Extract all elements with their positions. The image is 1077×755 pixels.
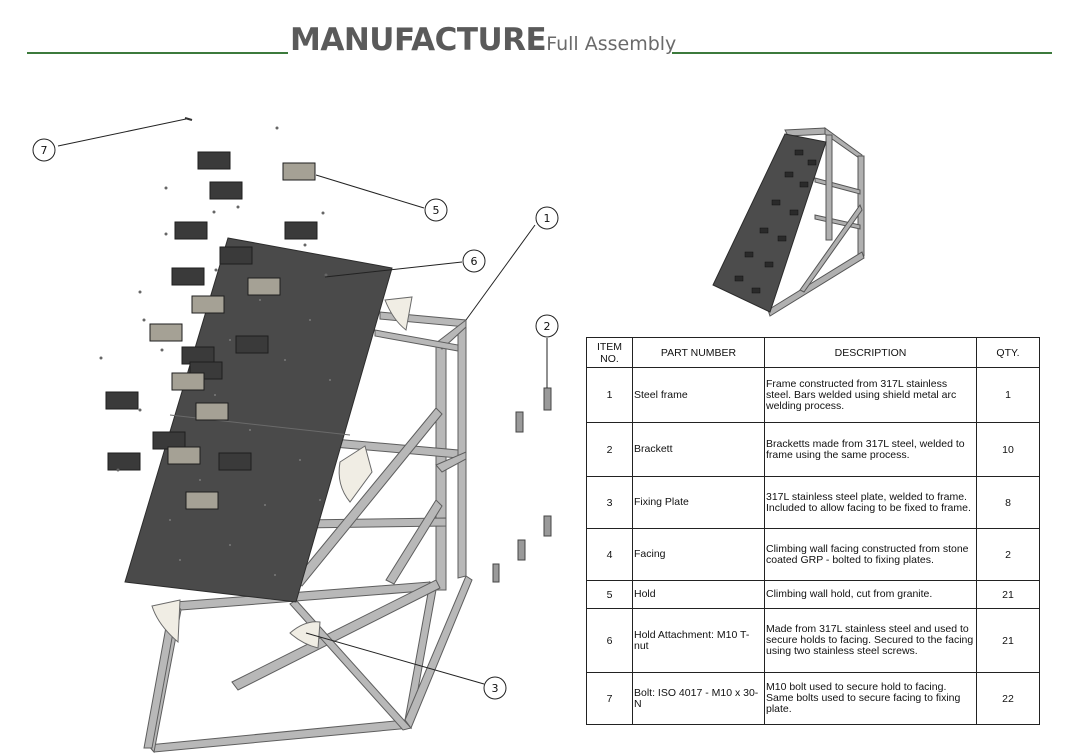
svg-text:1: 1 [544,212,551,225]
balloon-2: 2 [535,314,559,338]
balloon-6: 6 [462,249,486,273]
part-number: Brackett [632,422,765,477]
item-number: 5 [586,580,633,609]
quantity: 2 [976,528,1040,581]
table-header-row: ITEM NO. PART NUMBER DESCRIPTION QTY. [586,337,1040,368]
part-number: Steel frame [632,367,765,423]
holds [105,151,318,510]
description: M10 bolt used to secure hold to facing. … [764,672,977,725]
part-number: Bolt: ISO 4017 - M10 x 30-N [632,672,765,725]
table-row: 4 Facing Climbing wall facing constructe… [586,528,1040,581]
preview-facing [712,133,827,313]
description: Frame constructed from 317L stainless st… [764,367,977,423]
description: Bracketts made from 317L steel, welded t… [764,422,977,477]
table-row: 1 Steel frame Frame constructed from 317… [586,367,1040,423]
item-number: 2 [586,422,633,477]
bolts-and-tnuts [99,126,328,472]
item-number: 3 [586,476,633,529]
facing-speckle [169,299,331,576]
table-row: 2 Brackett Bracketts made from 317L stee… [586,422,1040,477]
quantity: 21 [976,608,1040,673]
quantity: 21 [976,580,1040,609]
item-number: 6 [586,608,633,673]
svg-text:5: 5 [433,204,440,217]
part-number: Hold [632,580,765,609]
bolt-item-7 [184,117,193,121]
table-row: 7 Bolt: ISO 4017 - M10 x 30-N M10 bolt u… [586,672,1040,725]
page-subtitle: Full Assembly [546,33,677,55]
table-row: 3 Fixing Plate 317L stainless steel plat… [586,476,1040,529]
header-rule-left [27,52,288,54]
description: Climbing wall hold, cut from granite. [764,580,977,609]
balloon-7: 7 [32,138,56,162]
quantity: 1 [976,367,1040,423]
description: Made from 317L stainless steel and used … [764,608,977,673]
description: 317L stainless steel plate, welded to fr… [764,476,977,529]
svg-text:3: 3 [492,682,499,695]
quantity: 8 [976,476,1040,529]
part-number: Fixing Plate [632,476,765,529]
column-header-description: DESCRIPTION [764,337,977,368]
quantity: 22 [976,672,1040,725]
item-number: 4 [586,528,633,581]
svg-text:7: 7 [41,144,48,157]
column-header-qty: QTY. [976,337,1040,368]
table-row: 6 Hold Attachment: M10 T-nut Made from 3… [586,608,1040,673]
assembled-preview [712,127,865,317]
fixing-plates [151,296,413,649]
quantity: 10 [976,422,1040,477]
item-number: 1 [586,367,633,423]
table-row: 5 Hold Climbing wall hold, cut from gran… [586,580,1040,609]
svg-text:6: 6 [471,255,478,268]
leader-lines [57,118,548,685]
part-number: Facing [632,528,765,581]
item-number: 7 [586,672,633,725]
description: Climbing wall facing constructed from st… [764,528,977,581]
balloon-3: 3 [483,676,507,700]
header-rule-right [672,52,1052,54]
balloon-5: 5 [424,198,448,222]
page-header: MANUFACTUREFull Assembly [290,22,676,58]
page-title: MANUFACTURE [290,22,547,58]
column-header-item: ITEM NO. [586,337,633,368]
column-header-part: PART NUMBER [632,337,765,368]
brackets [492,387,552,583]
facing-panel [124,237,393,603]
balloon-1: 1 [535,206,559,230]
steel-frame [143,311,473,754]
bill-of-materials-table: ITEM NO. PART NUMBER DESCRIPTION QTY. 1 … [586,337,1040,725]
svg-text:2: 2 [544,320,551,333]
part-number: Hold Attachment: M10 T-nut [632,608,765,673]
